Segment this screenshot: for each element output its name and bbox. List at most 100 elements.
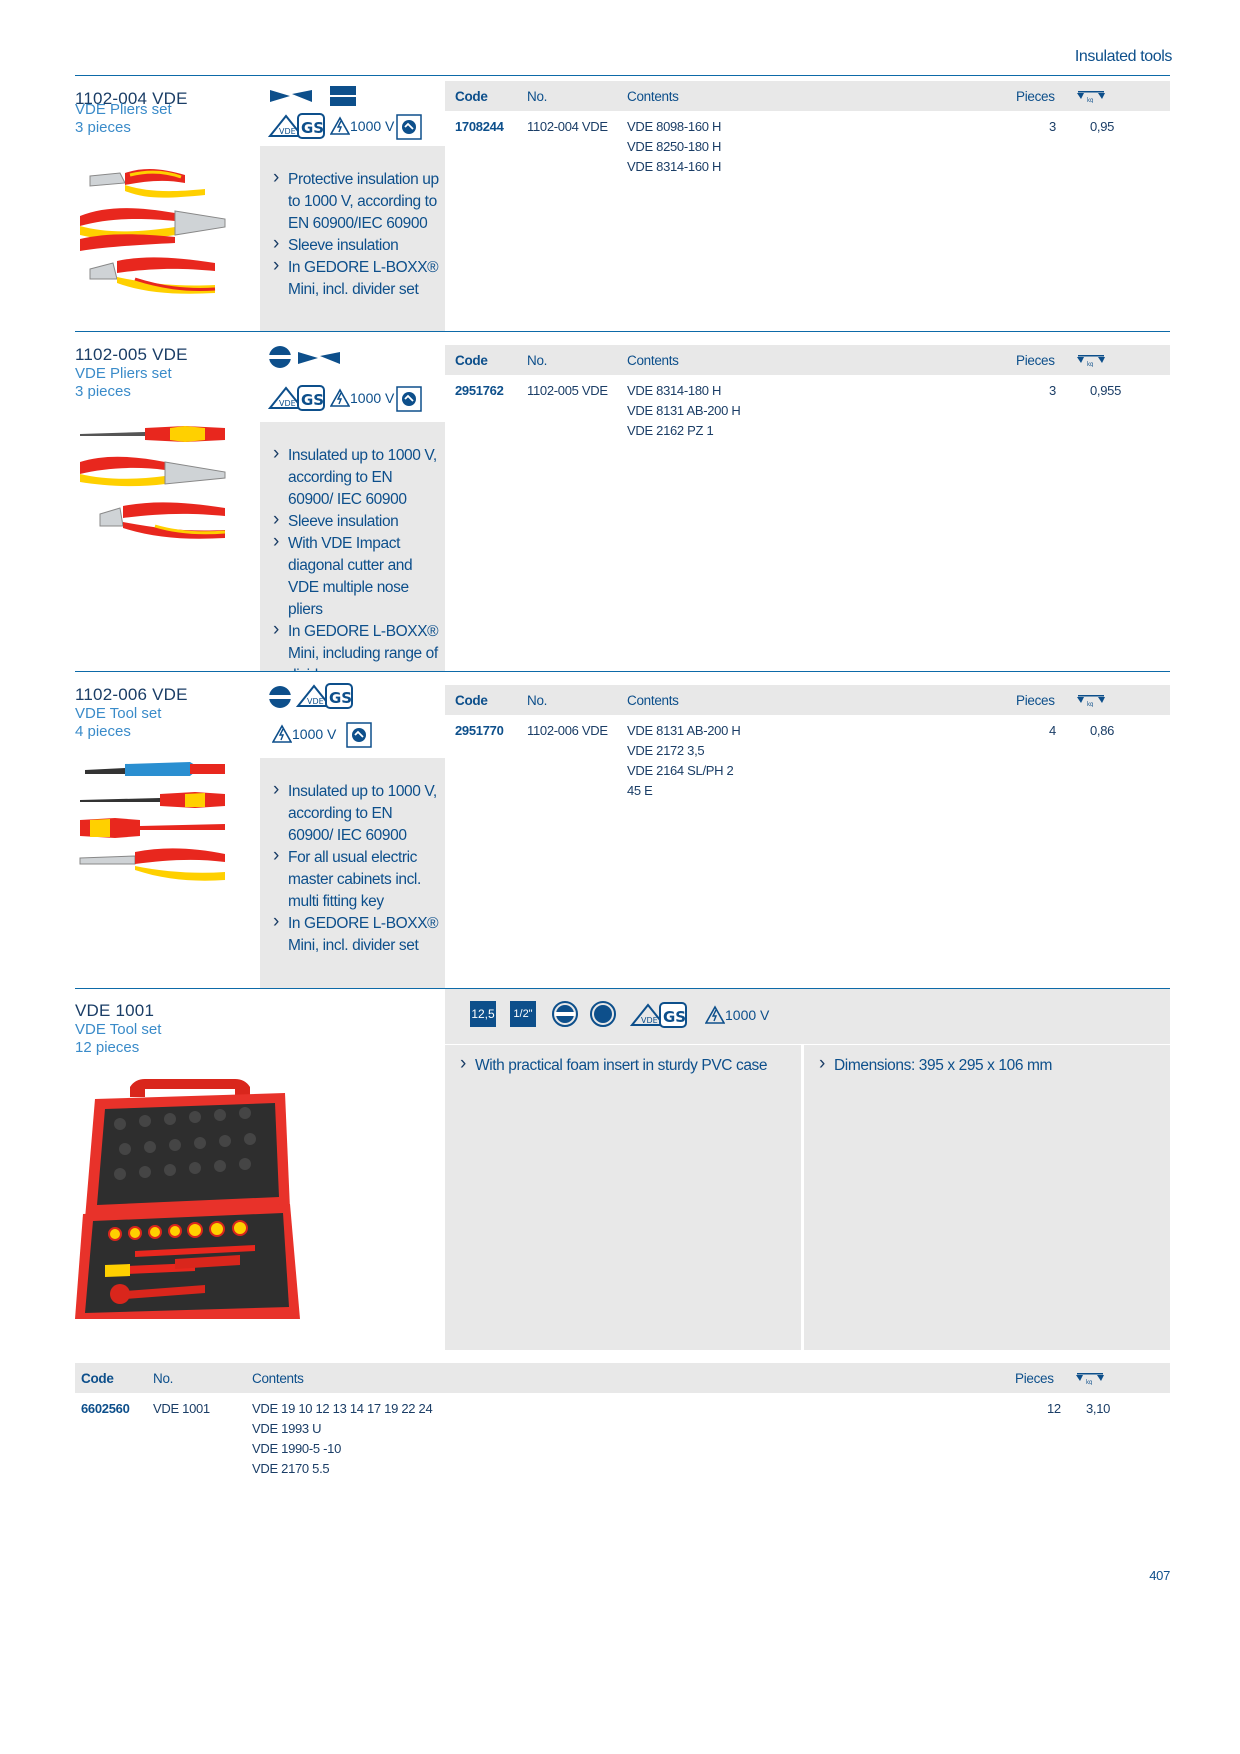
row-pieces: 3 [1049, 383, 1056, 398]
content-line: VDE 8314-160 H [627, 159, 722, 174]
slotted-screwdriver-icon [552, 1001, 578, 1027]
pliers-set-image [80, 168, 226, 294]
vde-gs-icon [631, 1002, 688, 1028]
high-voltage-icon [705, 1006, 725, 1024]
header-rule [75, 75, 1170, 76]
voltage-label: 1000 V [350, 390, 395, 406]
row-no: 1102-004 VDE [527, 119, 608, 134]
content-line: VDE 8250-180 H [627, 139, 722, 154]
weight-scale-icon [1077, 695, 1105, 708]
feature-list: Insulated up to 1000 V, according to EN … [270, 779, 440, 957]
feature-item: Insulated up to 1000 V, according to EN … [270, 443, 440, 511]
certification-icon [346, 722, 372, 748]
header-contents: Contents [627, 693, 679, 708]
feature-box-left: With practical foam insert in sturdy PVC… [445, 1045, 801, 1350]
vde-gs-icon [269, 385, 326, 411]
vde-gs-icon [297, 683, 354, 709]
product-code: 1102-005 VDE [75, 345, 188, 364]
size-icon: 12,5 [470, 1001, 496, 1027]
header-code: Code [455, 693, 488, 708]
feature-column: 1000 V Insulated up to 1000 V, according… [260, 332, 445, 684]
product-pieces: 12 pieces [75, 1039, 140, 1056]
row-code: 2951762 [455, 383, 504, 398]
product-pieces: 4 pieces [75, 723, 131, 740]
section-rule [75, 671, 1170, 672]
content-line: VDE 1993 U [252, 1421, 322, 1436]
feature-column: 1000 V Protective insulation up to 1000 … [260, 76, 445, 331]
feature-list: Dimensions: 395 x 295 x 106 mm [816, 1053, 1166, 1077]
row-pieces: 3 [1049, 119, 1056, 134]
voltage-label: 1000 V [350, 118, 395, 134]
header-pieces: Pieces [1016, 353, 1055, 368]
weight-scale-icon [1077, 91, 1105, 104]
product-section-1102-006: 1102-006 VDE VDE Tool set 4 pieces 1000 … [75, 672, 1170, 988]
row-contents: VDE 8314-180 H VDE 8131 AB-200 H VDE 216… [627, 381, 741, 441]
certification-icon [396, 386, 422, 412]
feature-item: Insulated up to 1000 V, according to EN … [270, 779, 440, 847]
content-line: VDE 2164 SL/PH 2 [627, 763, 734, 778]
feature-item: In GEDORE L-BOXX® Mini, incl. divider se… [270, 255, 440, 301]
slotted-and-jaw-icon [269, 346, 340, 368]
voltage-badge: 1000 V [330, 388, 394, 408]
content-line: 45 E [627, 783, 653, 798]
weight-scale-icon [1077, 355, 1105, 368]
content-line: VDE 8131 AB-200 H [627, 723, 741, 738]
voltage-badge: 1000 V [705, 1005, 769, 1025]
section-rule [75, 331, 1170, 332]
table-header: Code No. Contents Pieces [445, 81, 1170, 111]
row-code: 2951770 [455, 723, 504, 738]
header-contents: Contents [252, 1371, 304, 1386]
certification-icon [396, 114, 422, 140]
row-weight: 3,10 [1086, 1401, 1111, 1416]
header-no: No. [527, 693, 548, 708]
feature-icons: 1000 V [260, 76, 445, 146]
row-pieces: 12 [1047, 1401, 1061, 1416]
high-voltage-icon [272, 725, 292, 743]
feature-item: Dimensions: 395 x 295 x 106 mm [816, 1053, 1166, 1077]
feature-item: With VDE Impact diagonal cutter and VDE … [270, 531, 440, 621]
row-code: 6602560 [81, 1401, 130, 1416]
row-code: 1708244 [455, 119, 504, 134]
content-line: VDE 2172 3,5 [627, 743, 705, 758]
product-name: VDE Tool set [75, 705, 162, 722]
tool-case-image [75, 1079, 300, 1319]
weight-scale-icon [1076, 1373, 1104, 1386]
header-no: No. [153, 1371, 174, 1386]
round-socket-icon [590, 1001, 616, 1027]
content-line: VDE 1990-5 -10 [252, 1441, 342, 1456]
pliers-jaw-icon [270, 86, 356, 106]
header-code: Code [455, 353, 488, 368]
product-code: 1102-006 VDE [75, 685, 188, 704]
content-line: VDE 8098-160 H [627, 119, 722, 134]
feature-item: Sleeve insulation [270, 233, 440, 257]
feature-list: Protective insulation up to 1000 V, acco… [270, 167, 440, 301]
product-table: Code No. Contents Pieces 6602560 VDE 100… [75, 1363, 1170, 1483]
voltage-label: 1000 V [725, 1007, 770, 1023]
product-table: Code No. Contents Pieces 1708244 1102-00… [445, 81, 1170, 181]
content-line: VDE 19 10 12 13 14 17 19 22 24 [252, 1401, 433, 1416]
product-section-1102-004: 1102-004 VDE VDE Pliers set 3 pieces [75, 76, 1170, 331]
feature-column: 1000 V Insulated up to 1000 V, according… [260, 672, 445, 988]
feature-box-right: Dimensions: 395 x 295 x 106 mm [804, 1045, 1170, 1350]
product-name: VDE Tool set [75, 1021, 162, 1038]
header-pieces: Pieces [1016, 89, 1055, 104]
product-table: Code No. Contents Pieces 2951762 1102-00… [445, 345, 1170, 445]
feature-icons: 1000 V [260, 672, 445, 758]
row-no: 1102-005 VDE [527, 383, 608, 398]
section-rule [75, 988, 1170, 989]
row-weight: 0,86 [1090, 723, 1115, 738]
row-no: 1102-006 VDE [527, 723, 608, 738]
feature-item: Protective insulation up to 1000 V, acco… [270, 167, 440, 235]
vde-gs-icon [269, 113, 326, 139]
page-header-title: Insulated tools [1074, 48, 1173, 65]
header-code: Code [81, 1371, 114, 1386]
feature-list: With practical foam insert in sturdy PVC… [457, 1053, 797, 1077]
page-number: 407 [1149, 1568, 1170, 1583]
slotted-screwdriver-icon [269, 686, 291, 708]
row-weight: 0,955 [1090, 383, 1122, 398]
content-line: VDE 2170 5.5 [252, 1461, 330, 1476]
product-table: Code No. Contents Pieces 2951770 1102-00… [445, 685, 1170, 798]
feature-item: With practical foam insert in sturdy PVC… [457, 1053, 797, 1077]
feature-list: Insulated up to 1000 V, according to EN … [270, 443, 440, 687]
row-weight: 0,95 [1090, 119, 1115, 134]
